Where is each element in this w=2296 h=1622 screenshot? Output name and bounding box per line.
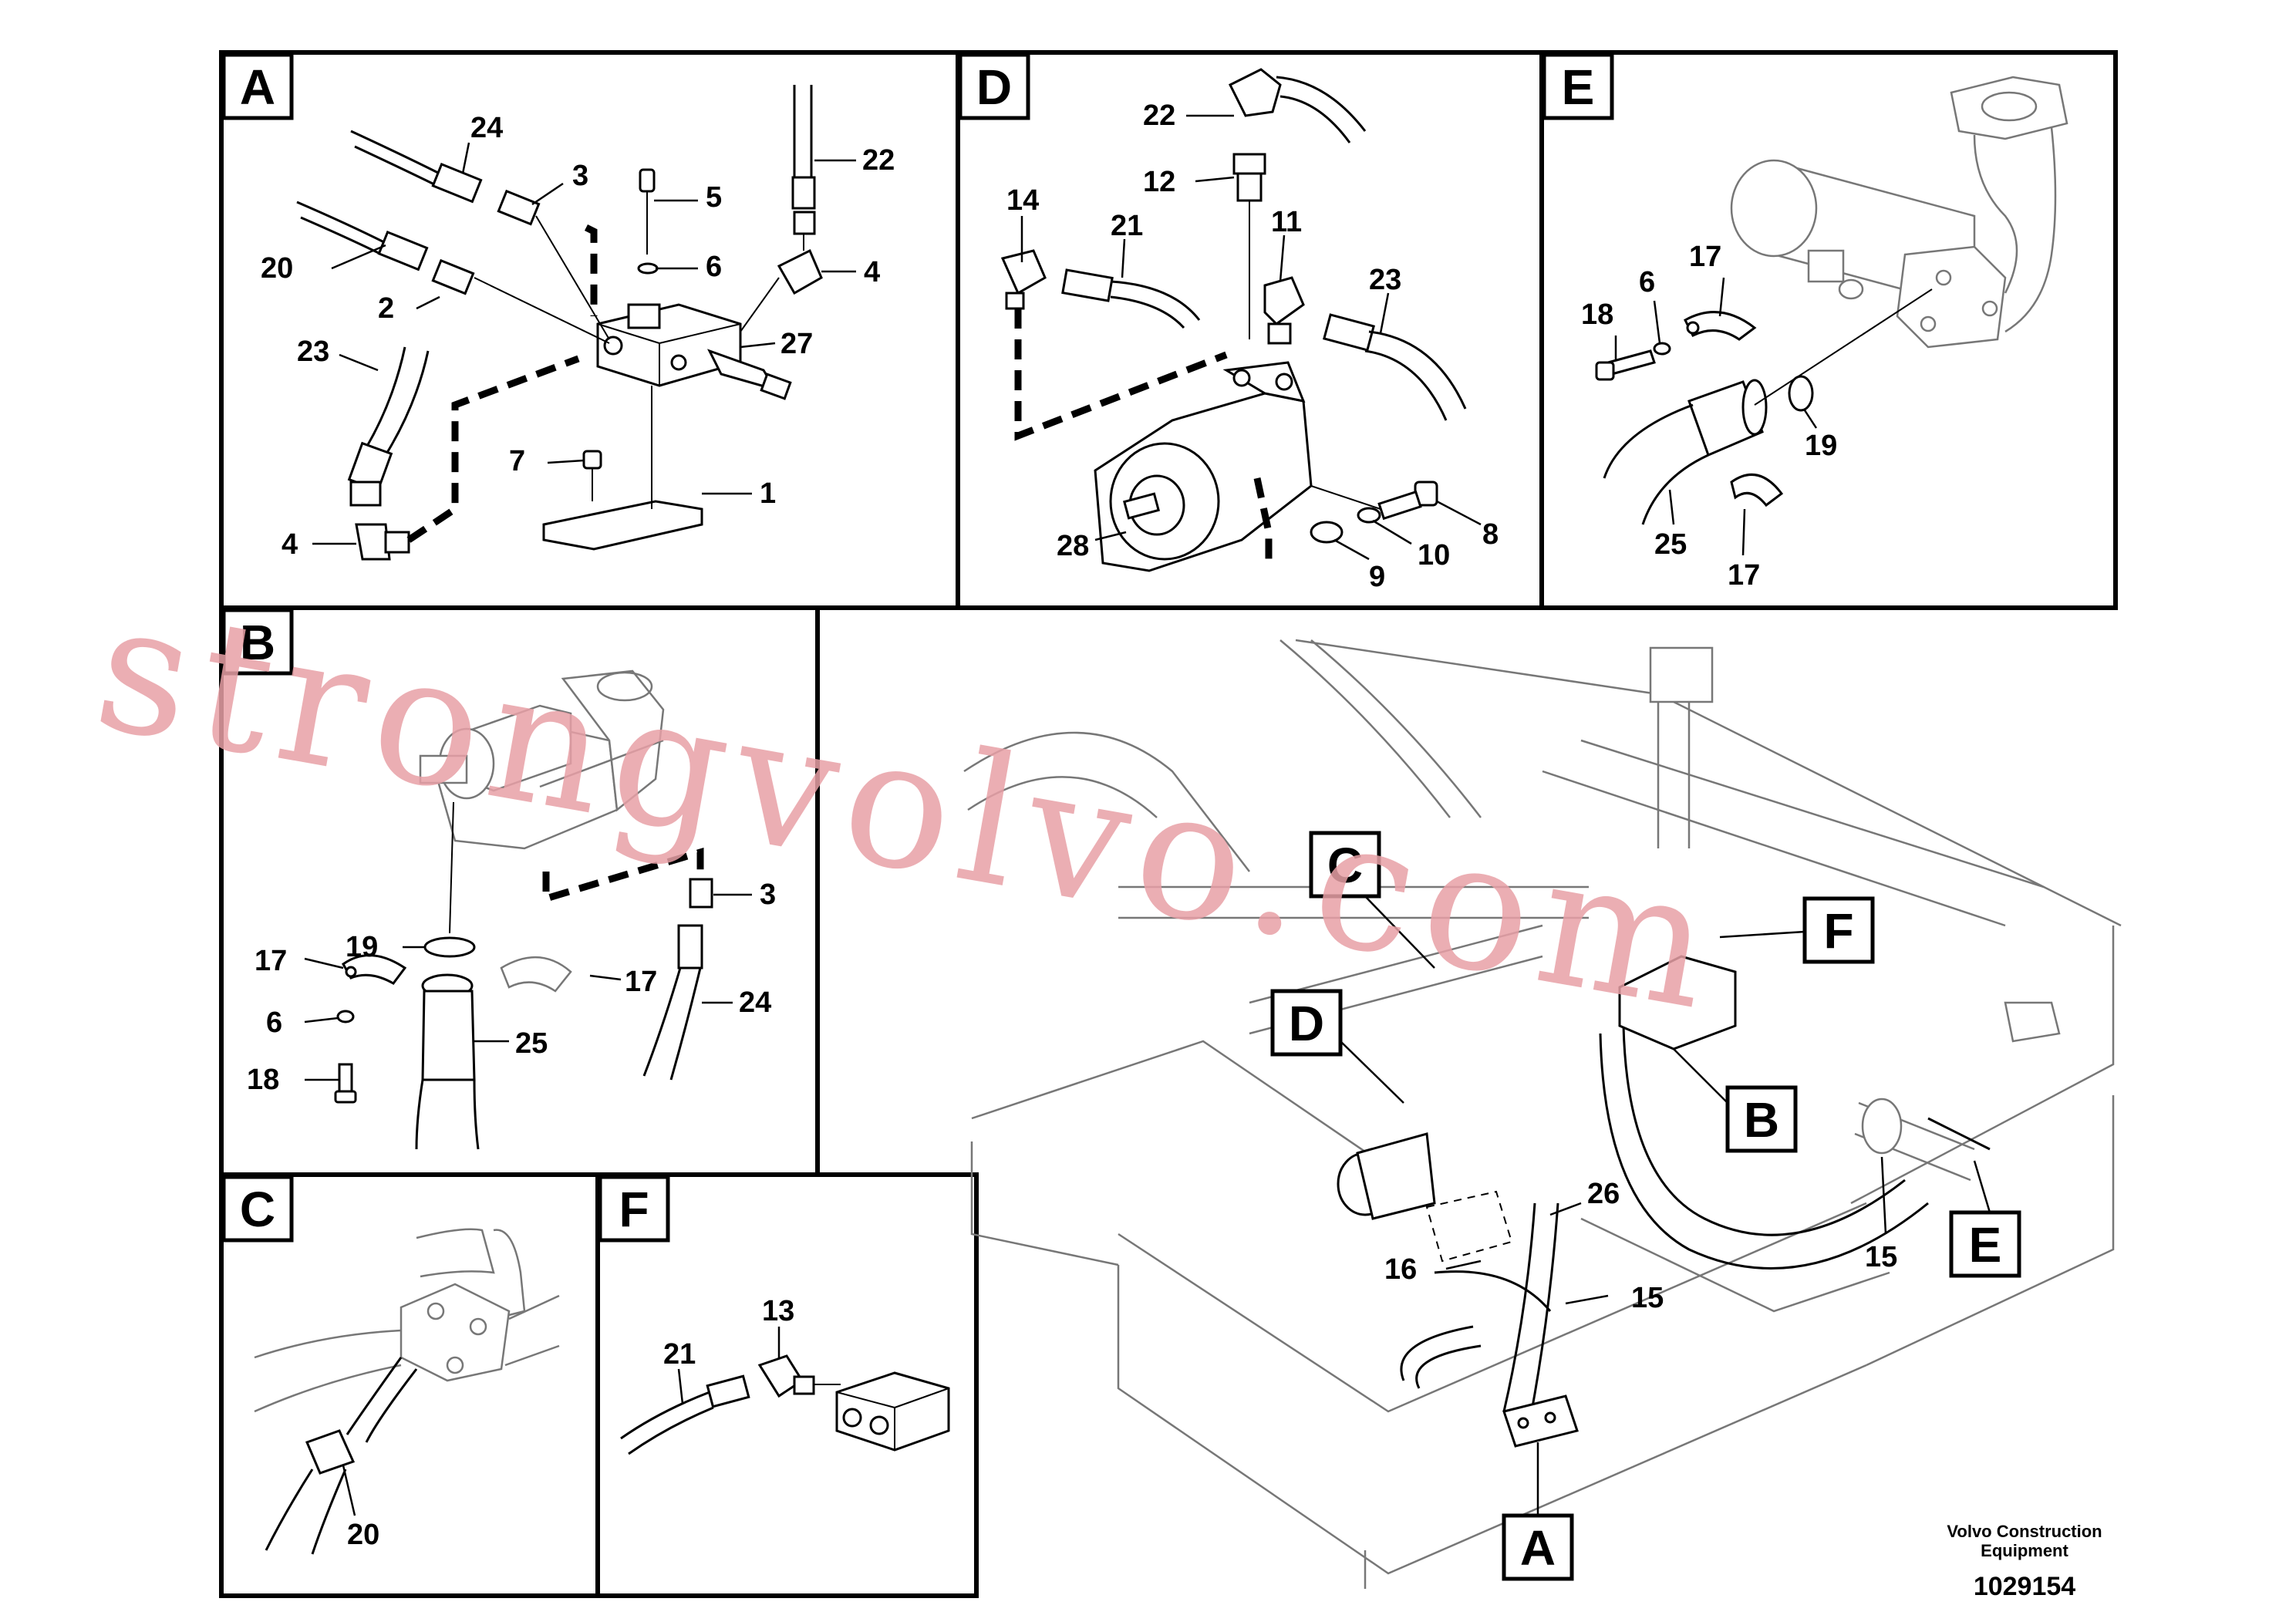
svg-text:13: 13 [762, 1295, 794, 1327]
svg-text:25: 25 [515, 1027, 548, 1060]
panel-d-label: D [958, 52, 1030, 120]
svg-text:E: E [1969, 1217, 2002, 1273]
svg-text:20: 20 [261, 252, 293, 285]
overview-callout-f: F [1719, 896, 1875, 964]
svg-text:18: 18 [247, 1064, 279, 1096]
panel-e-frame [1539, 50, 2118, 610]
document-caption: Volvo Construction Equipment 1029154 [1947, 1522, 2102, 1601]
watermark-text: strongvolvo.com [83, 564, 1735, 1052]
svg-text:11: 11 [1271, 206, 1302, 238]
svg-text:18: 18 [1581, 298, 1613, 331]
svg-text:23: 23 [297, 336, 329, 368]
panel-f-part-numbers: 13 21 [663, 1295, 794, 1371]
svg-text:28: 28 [1057, 530, 1089, 562]
panel-b-part-numbers: 19 3 17 17 24 6 25 18 [247, 878, 776, 1096]
svg-text:26: 26 [1587, 1178, 1620, 1210]
panel-b-drawing [304, 669, 752, 1150]
svg-text:B: B [240, 615, 275, 670]
svg-text:4: 4 [282, 528, 298, 561]
panel-f-frame [595, 1172, 979, 1598]
svg-text:17: 17 [255, 945, 287, 977]
svg-text:1: 1 [760, 477, 776, 510]
panel-e-drawing [1595, 76, 2068, 556]
svg-text:14: 14 [1006, 184, 1039, 217]
svg-text:27: 27 [781, 328, 813, 360]
svg-text:2: 2 [378, 292, 394, 325]
svg-text:3: 3 [760, 878, 776, 911]
svg-text:24: 24 [470, 112, 503, 144]
svg-text:9: 9 [1369, 561, 1385, 593]
panel-c-label: C [221, 1175, 294, 1243]
svg-text:20: 20 [347, 1519, 379, 1551]
svg-text:25: 25 [1654, 528, 1687, 561]
svg-text:A: A [240, 59, 275, 115]
svg-text:F: F [1823, 903, 1853, 959]
svg-text:6: 6 [706, 251, 722, 283]
svg-text:10: 10 [1418, 539, 1450, 572]
svg-text:16: 16 [1384, 1253, 1417, 1286]
svg-text:17: 17 [1689, 241, 1721, 273]
svg-text:12: 12 [1143, 166, 1175, 198]
svg-text:21: 21 [1111, 210, 1143, 242]
svg-text:15: 15 [1865, 1241, 1897, 1273]
svg-text:23: 23 [1369, 264, 1401, 296]
panel-e-label: E [1542, 52, 1614, 120]
svg-text:F: F [619, 1182, 649, 1237]
svg-text:D: D [1289, 996, 1324, 1051]
panel-c-drawing [254, 1228, 560, 1555]
svg-text:22: 22 [1143, 99, 1175, 132]
svg-text:15: 15 [1631, 1282, 1664, 1314]
panel-c-part-numbers: 20 [347, 1519, 379, 1551]
panel-d-part-numbers: 22 12 14 21 11 23 28 8 10 9 [1006, 99, 1499, 593]
panel-a-drawing [296, 85, 856, 561]
svg-text:D: D [976, 59, 1012, 115]
panel-b-label: B [221, 608, 294, 676]
svg-text:21: 21 [663, 1338, 696, 1371]
panel-d-drawing [1000, 68, 1482, 572]
svg-text:5: 5 [706, 181, 722, 214]
svg-text:4: 4 [864, 256, 880, 288]
svg-text:3: 3 [572, 160, 588, 192]
overview-part-numbers: 26 16 15 15 [1384, 1156, 1897, 1314]
svg-text:Equipment: Equipment [1981, 1541, 2068, 1560]
svg-text:8: 8 [1482, 518, 1499, 551]
svg-text:19: 19 [346, 931, 378, 963]
overview-callout-d: D [1270, 989, 1404, 1104]
svg-text:24: 24 [739, 986, 771, 1019]
svg-text:B: B [1744, 1092, 1779, 1148]
svg-text:17: 17 [1728, 559, 1760, 592]
svg-text:6: 6 [1639, 266, 1655, 298]
panel-e-part-numbers: 17 6 18 19 25 17 [1581, 241, 1837, 592]
svg-text:1029154: 1029154 [1974, 1572, 2075, 1601]
svg-text:17: 17 [625, 966, 657, 998]
panel-f-label: F [598, 1175, 670, 1243]
panel-f-drawing [620, 1327, 950, 1455]
svg-text:6: 6 [266, 1007, 282, 1039]
overview-callout-e: E [1949, 1160, 2021, 1278]
svg-text:C: C [1327, 838, 1363, 893]
panel-a-label: A [221, 52, 294, 120]
svg-text:E: E [1562, 59, 1595, 115]
svg-text:C: C [240, 1182, 275, 1237]
svg-text:A: A [1520, 1520, 1556, 1576]
overview-callout-b: B [1673, 1048, 1798, 1153]
overview-drawing [963, 639, 2122, 1589]
overview-callout-a: A [1502, 1442, 1574, 1581]
svg-text:22: 22 [862, 144, 895, 177]
overview-callout-c: C [1309, 831, 1435, 969]
svg-text:7: 7 [509, 445, 525, 477]
svg-text:Volvo Construction: Volvo Construction [1947, 1522, 2102, 1541]
panel-a-part-numbers: 24 3 5 22 20 6 4 2 27 23 7 1 4 [261, 112, 895, 561]
svg-text:19: 19 [1805, 430, 1837, 462]
